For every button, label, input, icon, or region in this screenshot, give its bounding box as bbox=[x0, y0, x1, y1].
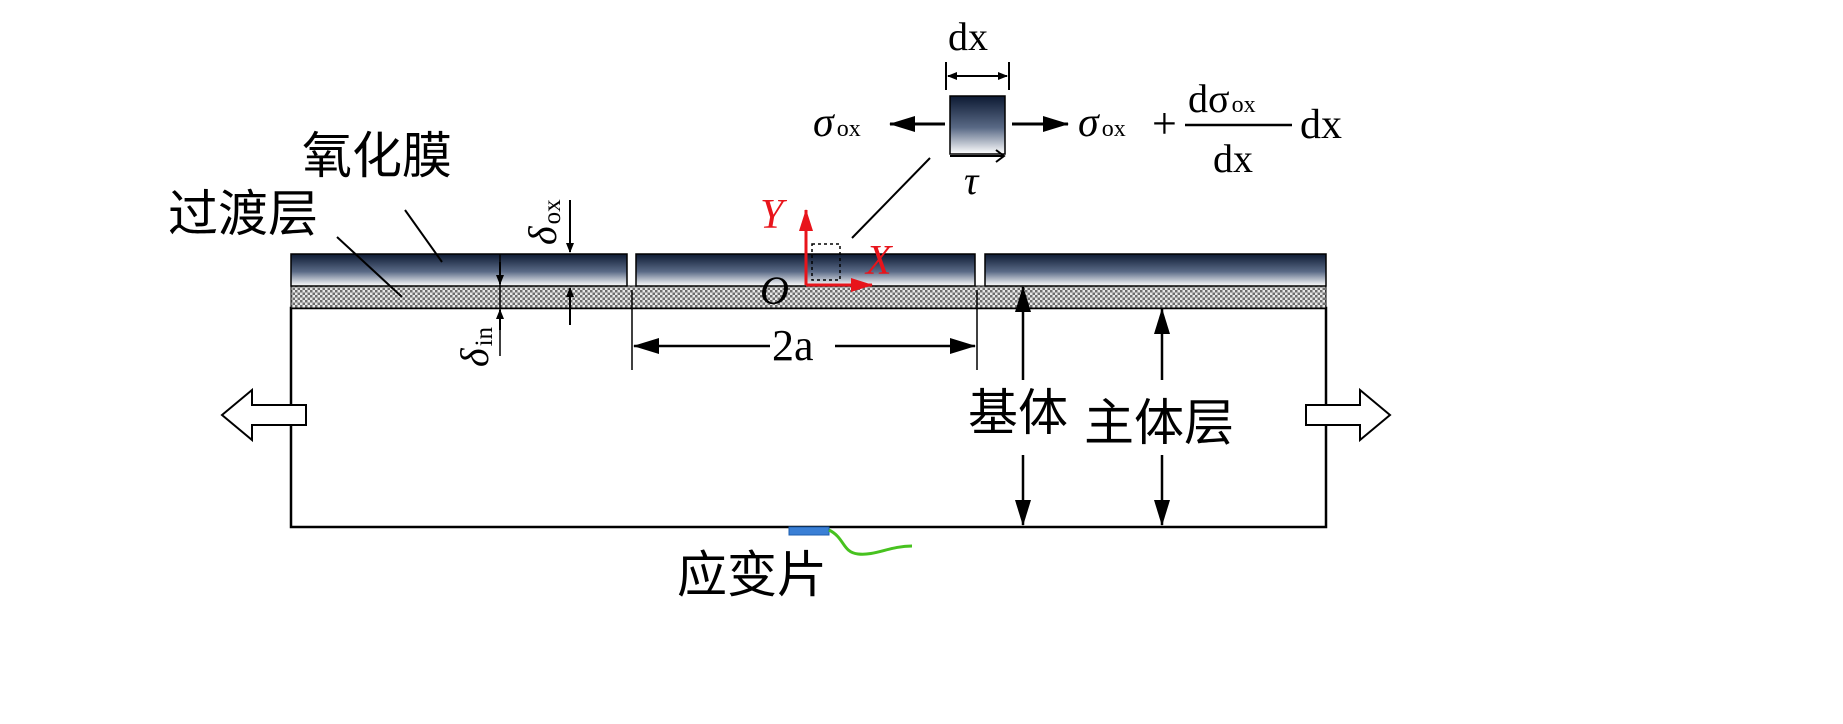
oxide-film-segment-right bbox=[984, 253, 1327, 287]
label-oxide-film: 氧化膜 bbox=[302, 127, 452, 185]
label-plus: + bbox=[1152, 99, 1177, 148]
strain-gauge bbox=[788, 526, 830, 536]
transition-layer bbox=[290, 285, 1327, 309]
tension-arrow-left bbox=[220, 387, 307, 443]
element-leader-line bbox=[851, 157, 931, 239]
label-dx-tail: dx bbox=[1300, 102, 1342, 148]
label-frac-denominator: dx bbox=[1213, 136, 1253, 181]
tension-arrow-right bbox=[1305, 387, 1392, 443]
label-delta-ox: δox bbox=[520, 199, 566, 245]
substrate-body bbox=[289, 306, 1328, 529]
label-frac-numerator: dσox bbox=[1188, 76, 1256, 121]
strain-gauge-wire bbox=[828, 528, 913, 556]
label-transition-layer: 过渡层 bbox=[168, 185, 318, 243]
label-axis-x: X bbox=[864, 238, 894, 284]
micro-element-dashed bbox=[811, 243, 841, 281]
oxide-film-segment-left bbox=[290, 253, 628, 287]
label-dx-top: dx bbox=[948, 14, 988, 59]
label-2a: 2a bbox=[772, 321, 814, 370]
label-tau: τ bbox=[964, 158, 980, 203]
leader-transition-layer bbox=[336, 236, 403, 298]
label-substrate: 基体 bbox=[968, 384, 1068, 442]
label-strain-gauge: 应变片 bbox=[677, 546, 827, 604]
leader-oxide-film bbox=[404, 209, 443, 263]
micro-element-block bbox=[949, 95, 1006, 155]
shear-arrow-head bbox=[995, 149, 1006, 163]
label-main-layer: 主体层 bbox=[1084, 394, 1234, 452]
label-origin: O bbox=[760, 268, 789, 313]
label-delta-in: δin bbox=[452, 326, 498, 367]
label-axis-y: Y bbox=[760, 192, 788, 238]
